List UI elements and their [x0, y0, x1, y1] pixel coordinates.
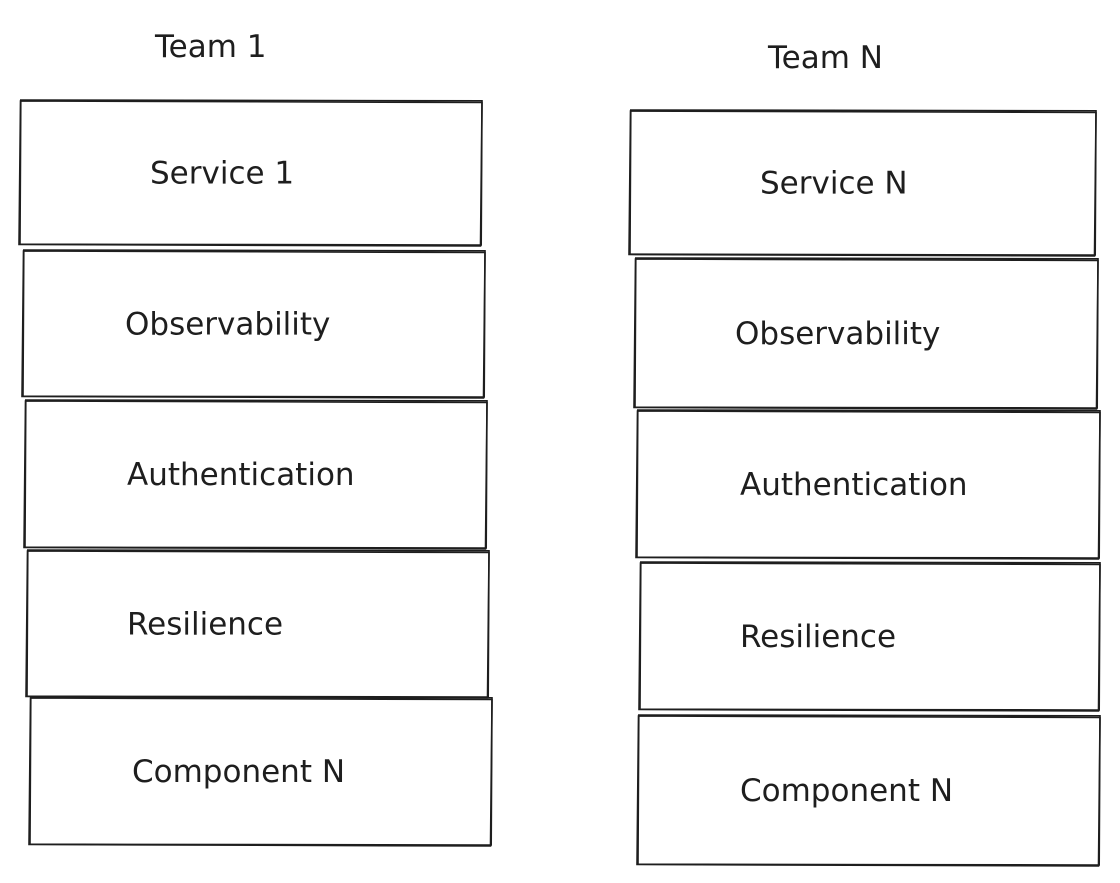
layer-box-border: [23, 400, 488, 550]
layer-box-border: [628, 110, 1097, 257]
layer-box: Observability: [633, 257, 1099, 410]
layer-label: Service N: [760, 166, 908, 202]
layer-box: Authentication: [635, 409, 1101, 560]
layer-box-border: [633, 258, 1099, 410]
layer-label: Observability: [735, 316, 940, 352]
layer-box-border: [635, 410, 1101, 560]
layer-box-border: [28, 697, 493, 847]
layer-label: Authentication: [740, 467, 968, 503]
layer-box: Component N: [28, 696, 493, 847]
layer-box: Component N: [636, 714, 1101, 867]
layer-label: Component N: [132, 754, 345, 790]
team-1-title: Team 1: [154, 29, 267, 65]
layer-box: Resilience: [25, 549, 490, 699]
layer-label: Resilience: [740, 619, 896, 655]
team-n-column: Team N Service N ObservabilityAuthenticat…: [628, 40, 1101, 867]
layer-box: Observability: [21, 249, 486, 399]
layer-box: Service N: [628, 109, 1097, 257]
layer-box: Service 1: [18, 99, 483, 247]
layer-box-border: [638, 562, 1101, 712]
layer-box: Resilience: [638, 561, 1101, 712]
layer-box: Authentication: [23, 399, 488, 550]
team-n-title: Team N: [767, 40, 883, 76]
layer-box-border: [21, 250, 486, 399]
layer-label: Observability: [125, 307, 330, 343]
team-1-column: Team 1 Service 1 ObservabilityAuthenticat…: [18, 29, 493, 847]
layer-label: Resilience: [127, 607, 283, 643]
layer-label: Component N: [740, 773, 953, 809]
layer-box-border: [636, 715, 1101, 867]
layer-label: Authentication: [127, 457, 355, 493]
layer-box-border: [18, 100, 483, 247]
layer-label: Service 1: [150, 156, 294, 192]
